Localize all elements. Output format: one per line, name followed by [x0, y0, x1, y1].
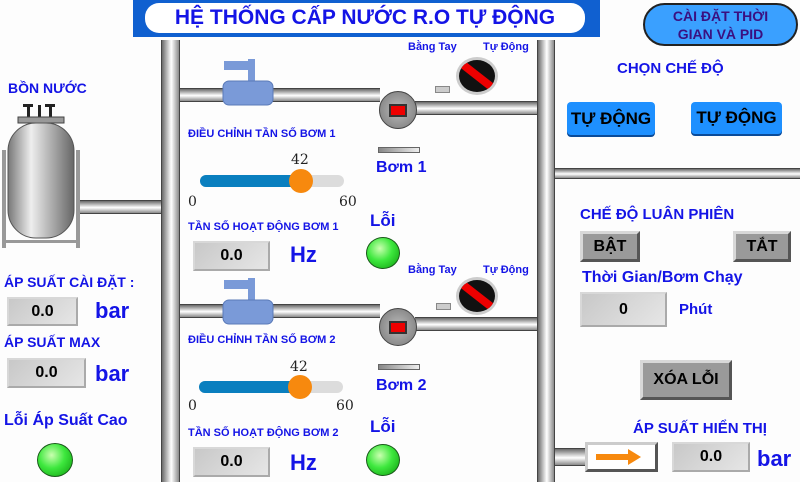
- pipe-pump1-in: [180, 88, 380, 102]
- pressure-display-value: 0.0: [672, 442, 750, 472]
- pipe-pump2-out: [415, 317, 537, 331]
- pump-1-status-bar: [378, 147, 420, 153]
- valve-2-icon[interactable]: [222, 276, 274, 326]
- pipe-pump1-out: [415, 101, 537, 115]
- pump-2-frequency-slider[interactable]: [199, 375, 343, 399]
- max-pressure-label: ÁP SUẤT MAX: [4, 334, 101, 350]
- slider-knob[interactable]: [288, 169, 313, 193]
- pump-1-error-label: Lỗi: [370, 211, 396, 230]
- pump-1-freq-label: TẦN SỐ HOẠT ĐỘNG BƠM 1: [188, 221, 339, 233]
- pump-1-auto-label: Tự Động: [483, 41, 529, 53]
- clear-error-button[interactable]: XÓA LỖI: [640, 360, 732, 400]
- pump-1-mode-switch[interactable]: [456, 57, 498, 95]
- tank-label: BỒN NƯỚC: [8, 80, 87, 96]
- runtime-label: Thời Gian/Bơm Chạy: [582, 269, 743, 286]
- slider-knob[interactable]: [287, 375, 312, 399]
- page-title: HỆ THỐNG CẤP NƯỚC R.O TỰ ĐỘNG: [145, 3, 585, 33]
- runtime-value[interactable]: 0: [580, 292, 667, 327]
- rotation-label: CHẾ ĐỘ LUÂN PHIÊN: [580, 206, 735, 223]
- rotation-on-button[interactable]: BẬT: [580, 231, 640, 262]
- pump-2-slider-value: 42: [290, 359, 308, 375]
- rotation-off-button[interactable]: TẮT: [733, 231, 791, 262]
- pump-2-mode-switch[interactable]: [456, 277, 498, 315]
- pump-2-icon[interactable]: [379, 308, 417, 346]
- pump-2-freq-value: 0.0: [193, 447, 270, 477]
- high-pressure-error-led: [37, 443, 73, 477]
- pump-1-freq-value: 0.0: [193, 241, 270, 271]
- pump-1-slider-value: 42: [291, 152, 309, 168]
- arrow-right-icon: [596, 449, 641, 465]
- pump-2-auto-label: Tự Động: [483, 264, 529, 276]
- main-pipe-left: [161, 40, 180, 482]
- pump-2-slider-max: 60: [336, 398, 354, 414]
- mode-button-2[interactable]: TỰ ĐỘNG: [691, 102, 782, 134]
- max-pressure-unit: bar: [95, 361, 130, 386]
- pressure-arrow-button[interactable]: [585, 442, 658, 472]
- pump-1-icon[interactable]: [379, 91, 417, 129]
- setpoint-value[interactable]: 0.0: [7, 297, 78, 326]
- pressure-display-label: ÁP SUẤT HIỂN THỊ: [633, 420, 767, 437]
- valve-1-icon[interactable]: [222, 57, 274, 107]
- high-pressure-error-label: Lỗi Áp Suất Cao: [4, 412, 128, 429]
- title-bar: HỆ THỐNG CẤP NƯỚC R.O TỰ ĐỘNG: [133, 0, 600, 37]
- pump-1-slider-min: 0: [188, 194, 197, 210]
- main-pipe-right: [537, 40, 555, 482]
- pump-1-error-led: [366, 237, 400, 269]
- pipe-tank: [80, 200, 161, 214]
- pressure-display-unit: bar: [757, 446, 792, 471]
- pump-2-label: Bơm 2: [376, 377, 427, 394]
- pipe-pump2-in: [180, 304, 380, 318]
- mode-label: CHỌN CHẾ ĐỘ: [617, 60, 724, 77]
- pump-2-manual-label: Bằng Tay: [408, 264, 457, 276]
- pipe-right-branch: [555, 168, 800, 179]
- setpoint-label: ÁP SUẤT CÀI ĐẶT :: [4, 274, 135, 290]
- pump-1-adjust-label: ĐIỀU CHỈNH TẦN SỐ BƠM 1: [188, 128, 336, 140]
- pump-2-freq-label: TẦN SỐ HOẠT ĐỘNG BƠM 2: [188, 427, 339, 439]
- water-tank-icon: [2, 104, 80, 248]
- settings-time-pid-button[interactable]: CÀI ĐẶT THỜI GIAN VÀ PID: [643, 3, 798, 46]
- pump-1-manual-label: Bằng Tay: [408, 41, 457, 53]
- pump-2-adjust-label: ĐIỀU CHỈNH TẦN SỐ BƠM 2: [188, 334, 336, 346]
- pump-2-error-led: [366, 444, 400, 476]
- max-pressure-value[interactable]: 0.0: [7, 358, 86, 388]
- pipe-pressure: [555, 448, 585, 466]
- runtime-unit: Phút: [679, 301, 713, 318]
- pump-1-freq-unit: Hz: [290, 242, 317, 267]
- pump-2-freq-unit: Hz: [290, 450, 317, 475]
- setpoint-unit: bar: [95, 298, 130, 323]
- pump-2-status-bar: [378, 364, 420, 370]
- pump-1-slider-max: 60: [339, 194, 357, 210]
- pump-2-slider-min: 0: [188, 398, 197, 414]
- mode-button-1[interactable]: TỰ ĐỘNG: [567, 102, 655, 135]
- switch-indicator-2: [436, 303, 451, 310]
- pump-2-error-label: Lỗi: [370, 417, 396, 436]
- pump-1-label: Bơm 1: [376, 159, 427, 176]
- switch-indicator-1: [435, 86, 450, 93]
- pump-1-frequency-slider[interactable]: [200, 169, 344, 193]
